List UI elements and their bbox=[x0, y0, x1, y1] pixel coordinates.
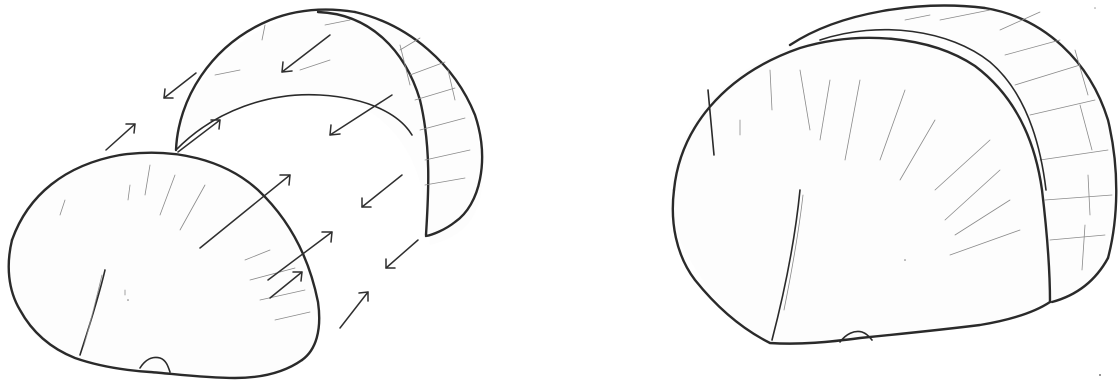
right-figure-joined-domes bbox=[672, 6, 1116, 345]
motion-arrow bbox=[386, 240, 418, 268]
left-front-half-dome bbox=[8, 153, 319, 379]
motion-arrow bbox=[362, 175, 402, 207]
motion-arrow bbox=[106, 124, 135, 150]
motion-arrow bbox=[340, 292, 368, 328]
left-figure-separated-domes bbox=[8, 10, 482, 379]
